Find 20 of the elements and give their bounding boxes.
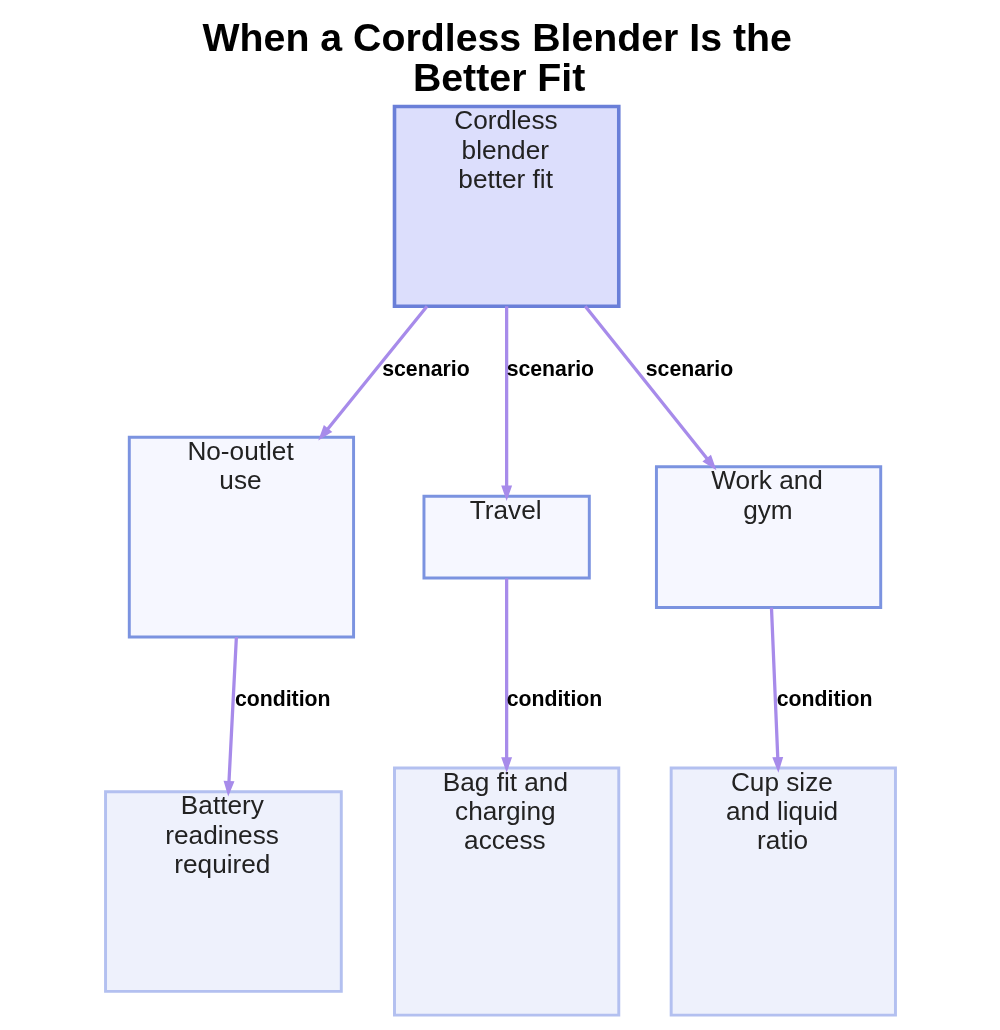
- diagram-title: When a Cordless Blender Is the Better Fit: [202, 15, 792, 99]
- edge-label: scenario: [381, 356, 470, 381]
- arrow: [317, 305, 428, 441]
- node-box: No-outlet use: [127, 435, 355, 639]
- edge-label: condition: [776, 687, 872, 712]
- node-box: Work and gym: [654, 465, 882, 609]
- node-box: Travel: [422, 494, 591, 580]
- edge-label: condition: [234, 687, 331, 712]
- edge-label: condition: [506, 687, 602, 712]
- node-box: Bag fit and charging access: [392, 766, 620, 1017]
- node-box: Cup size and liquid ratio: [669, 766, 897, 1017]
- node-box: Battery readiness required: [103, 790, 343, 993]
- arrow: [500, 578, 512, 773]
- node-box: Cordless blender better fit: [392, 104, 621, 309]
- arrow: [769, 607, 783, 773]
- arrow: [500, 306, 512, 502]
- edge-label: scenario: [506, 356, 594, 381]
- arrow: [583, 305, 716, 471]
- arrow: [223, 636, 238, 797]
- edge-label: scenario: [645, 356, 733, 381]
